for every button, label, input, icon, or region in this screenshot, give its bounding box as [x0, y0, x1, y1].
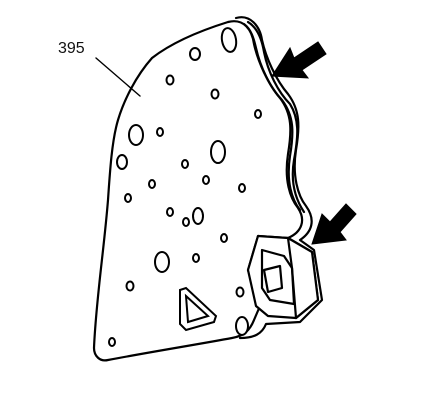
hole [182, 217, 190, 227]
hole [220, 233, 228, 243]
hole [154, 251, 170, 273]
hole [124, 193, 132, 203]
hole [128, 124, 144, 146]
part-callout-number: 395 [58, 40, 85, 57]
hole [220, 27, 238, 53]
hole [202, 175, 210, 185]
tab-face [286, 236, 320, 320]
triangular-cutout-inner [184, 293, 210, 324]
hole [181, 159, 189, 169]
hole [116, 154, 128, 170]
hole [235, 286, 245, 298]
hole [210, 140, 226, 164]
hole [166, 207, 174, 217]
callout-leader-line [95, 57, 141, 97]
hole [210, 88, 220, 100]
arrow-upper [271, 41, 327, 79]
hole [148, 179, 156, 189]
arrow-lower [311, 203, 357, 245]
hole [238, 183, 246, 193]
hole [165, 74, 175, 86]
hole [108, 337, 116, 347]
hole [156, 127, 164, 137]
hole [235, 316, 249, 336]
hole [125, 280, 135, 292]
hole [192, 253, 200, 263]
tab-inner [260, 248, 296, 306]
plate-edge-ridge-2 [246, 20, 306, 214]
tab-detail [262, 264, 284, 294]
plate-edge-ridge [242, 22, 302, 212]
hole [254, 109, 262, 119]
hole [192, 207, 204, 225]
hole [189, 47, 201, 61]
